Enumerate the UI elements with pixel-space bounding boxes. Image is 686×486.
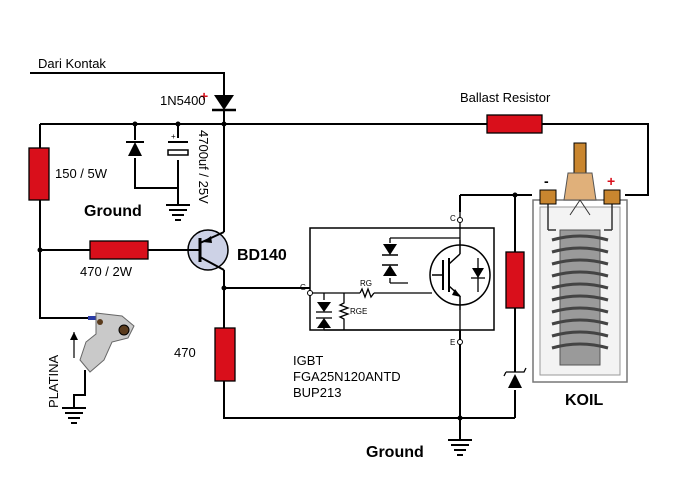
- wires: [30, 72, 649, 440]
- rg-label: RG: [360, 279, 372, 288]
- label-ballast-resistor: Ballast Resistor: [460, 90, 551, 105]
- label-150-5w: 150 / 5W: [55, 166, 108, 181]
- platina-points: [62, 312, 135, 424]
- svg-text:+: +: [171, 132, 176, 141]
- capacitor-4700uf: +: [167, 132, 189, 156]
- resistor-470: [214, 327, 236, 382]
- transistor-bd140: [187, 229, 229, 271]
- label-470-2w: 470 / 2W: [80, 264, 133, 279]
- label-dari-kontak: Dari Kontak: [38, 56, 106, 71]
- ground-symbol-top: [166, 204, 190, 221]
- coil-minus-mark: -: [544, 173, 549, 189]
- label-koil: KOIL: [565, 392, 603, 409]
- ground-symbol-bottom: [448, 439, 472, 456]
- resistor-coil-snubber: [505, 251, 525, 309]
- diode-plus-mark: +: [200, 88, 208, 104]
- label-ground-bottom: Ground: [366, 444, 424, 461]
- resistor-470-2w: [89, 240, 149, 260]
- label-bd140: BD140: [237, 247, 287, 264]
- rge-label: RGE: [350, 307, 367, 316]
- diode-1n5400: +: [200, 88, 236, 127]
- pin-e-label: E: [450, 338, 455, 347]
- label-igbt: IGBT: [293, 353, 323, 368]
- ignition-coil: - +: [532, 142, 628, 383]
- label-ground-top: Ground: [84, 203, 142, 220]
- igbt-module: [307, 212, 495, 345]
- coil-plus-mark: +: [607, 173, 615, 189]
- label-470: 470: [174, 345, 196, 360]
- protection-diode: [126, 141, 144, 156]
- resistor-150-5w: [28, 147, 50, 201]
- zener-diode-coil: [503, 367, 527, 388]
- pin-g-label: G: [300, 283, 306, 292]
- junctions: [37, 121, 518, 421]
- label-capacitor: 4700uf / 25V: [196, 130, 211, 204]
- label-1n5400: 1N5400: [160, 93, 206, 108]
- label-bup213: BUP213: [293, 385, 341, 400]
- label-platina: PLATINA: [46, 354, 61, 408]
- ballast-resistor: [486, 114, 543, 134]
- label-fga25n120antd: FGA25N120ANTD: [293, 369, 401, 384]
- pin-c-label: C: [450, 214, 456, 223]
